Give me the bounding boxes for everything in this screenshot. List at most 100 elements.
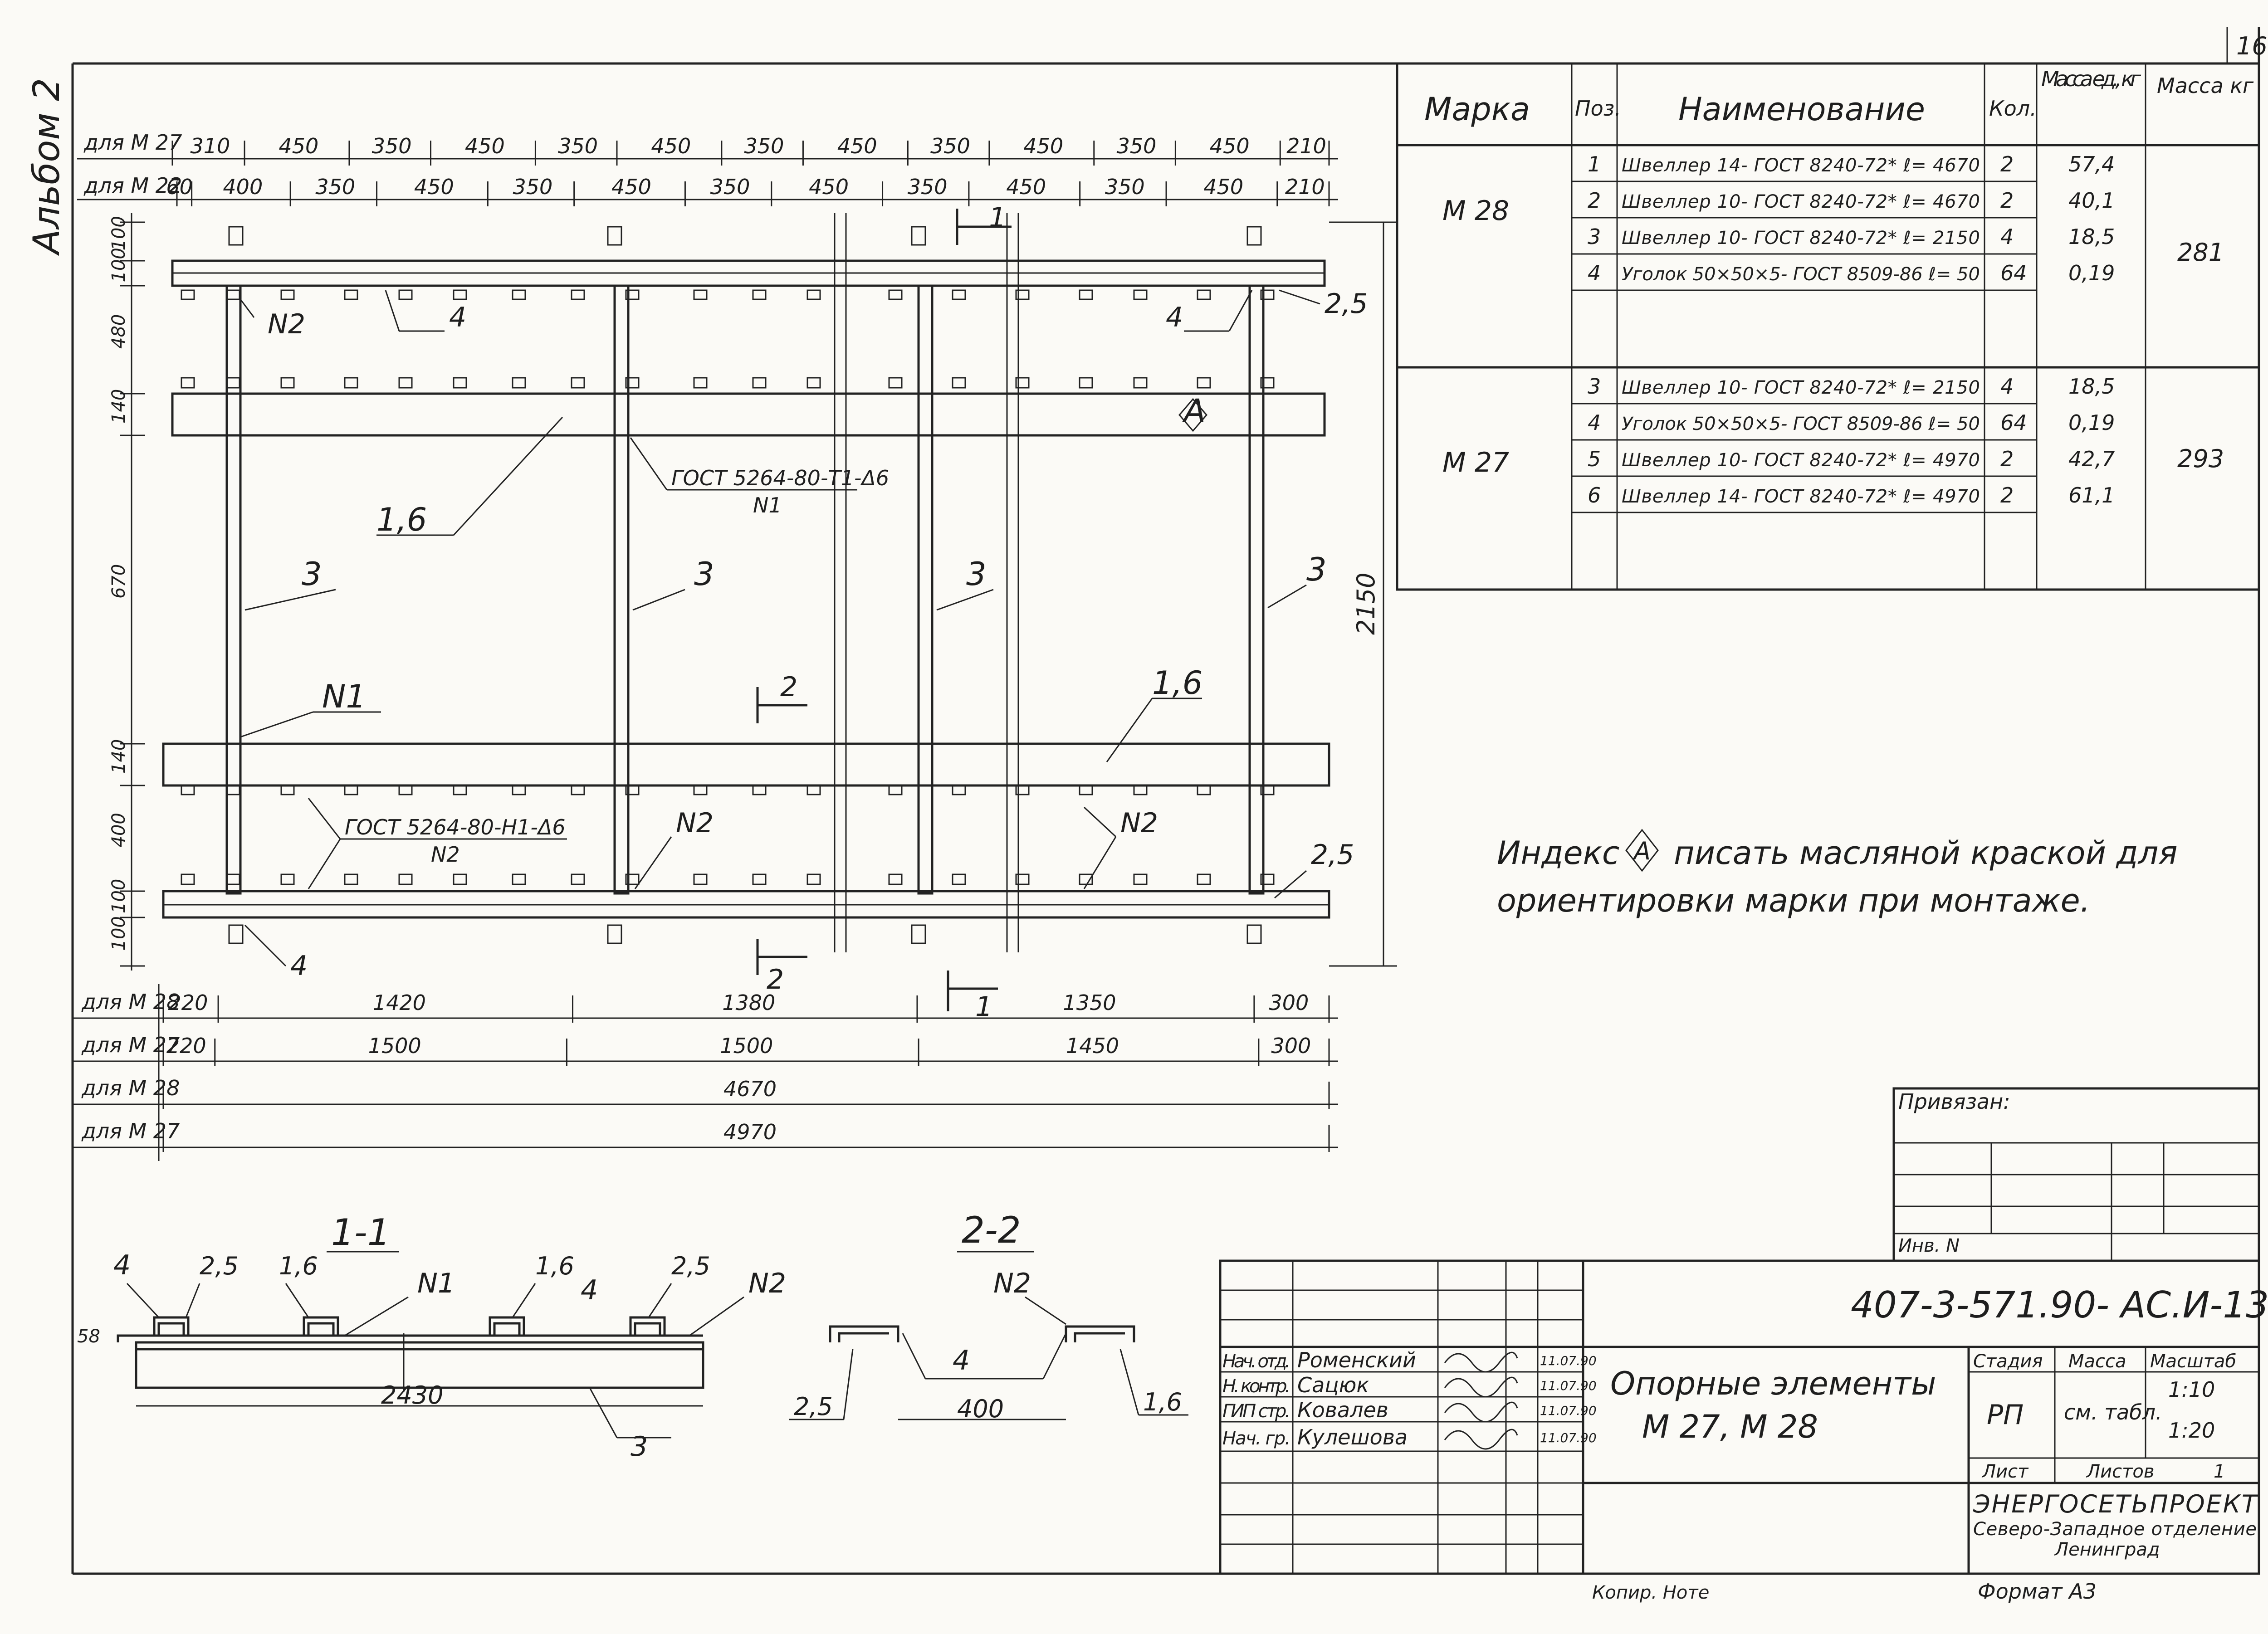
doc-code: 407-3-571.90- АС.И-13 bbox=[1851, 1284, 2268, 1326]
spec-row-qty: 2 bbox=[2000, 447, 2014, 471]
dim-bottom-value: 1420 bbox=[373, 990, 426, 1015]
s11-label-4b: 4 bbox=[581, 1274, 598, 1306]
dim-top-m27-value: 450 bbox=[1210, 134, 1250, 158]
spec-row-qty: 2 bbox=[2000, 483, 2014, 507]
s11-label-3: 3 bbox=[631, 1431, 648, 1463]
angle-clips bbox=[181, 226, 1275, 944]
note-line2: ориентировки марки при монтаже. bbox=[1497, 882, 2090, 919]
s22-label-4: 4 bbox=[953, 1345, 970, 1376]
dim-top-m27-value: 450 bbox=[465, 134, 505, 158]
person-name: Роменский bbox=[1297, 1348, 1416, 1372]
posts bbox=[225, 284, 1265, 895]
org-name: ЭНЕРГОСЕТЬПРОЕКТ bbox=[1973, 1490, 2258, 1518]
spec-mark-m28: М 28 bbox=[1442, 195, 1509, 227]
stage-header: Стадия bbox=[1973, 1351, 2043, 1372]
dim-left-value: 100 bbox=[108, 248, 129, 282]
spec-row-name: Швеллер 14- ГОСТ 8240-72* ℓ= 4670 bbox=[1622, 155, 1980, 176]
total-height-dim: 2150 bbox=[1352, 573, 1380, 635]
dim-bottom-label: для М 28 bbox=[81, 1076, 180, 1100]
gost-bottom-n: N2 bbox=[431, 842, 460, 867]
title-block: 407-3-571.90- АС.И-13 Опорные элементы М… bbox=[1219, 1259, 2268, 1575]
doc-name-line1: Опорные элементы bbox=[1610, 1365, 1936, 1402]
spec-header-qty: Кол. bbox=[1989, 96, 2037, 121]
callout-3-d: 3 bbox=[1306, 551, 1327, 588]
dim-bottom-value: 1350 bbox=[1063, 990, 1116, 1015]
person-date: 11.07.90 bbox=[1540, 1378, 1597, 1393]
person-signature bbox=[1444, 1351, 1518, 1373]
scale-value-2: 1:20 bbox=[2168, 1418, 2215, 1443]
s11-label-n2: N2 bbox=[748, 1268, 786, 1299]
dim-left-value: 140 bbox=[108, 739, 129, 774]
spec-row-pos: 4 bbox=[1588, 410, 1601, 435]
dims-top-m27-label: для М 27 bbox=[83, 130, 182, 155]
s11-label-25a: 2,5 bbox=[200, 1252, 239, 1280]
dim-top-m22-value: 450 bbox=[1203, 175, 1243, 199]
spec-row-qty: 2 bbox=[2000, 188, 2014, 213]
person-date: 11.07.90 bbox=[1540, 1430, 1597, 1445]
section-2-2-title: 2-2 bbox=[962, 1209, 1021, 1251]
dim-bottom-value: 1380 bbox=[722, 990, 775, 1015]
callout-25-top: 2,5 bbox=[1325, 288, 1368, 320]
spec-row-name: Швеллер 14- ГОСТ 8240-72* ℓ= 4970 bbox=[1622, 486, 1980, 507]
section-1-1-clips bbox=[153, 1316, 666, 1336]
section-2-2: 2-2 4 400 2,5 1,6 N2 bbox=[789, 1209, 1188, 1423]
sheet-label: Лист bbox=[1981, 1461, 2029, 1482]
dim-top-m27-value: 450 bbox=[1023, 134, 1063, 158]
note-line1-a: Индекс bbox=[1497, 834, 1619, 872]
spec-header-mark: Марка bbox=[1424, 91, 1530, 128]
dim-left-value: 480 bbox=[108, 314, 129, 349]
callout-25-bottom: 2,5 bbox=[1311, 839, 1354, 871]
scale-value-1: 1:10 bbox=[2168, 1377, 2215, 1402]
dim-top-m27-value: 210 bbox=[1286, 134, 1326, 158]
dim-bottom-value: 300 bbox=[1271, 1034, 1311, 1058]
s22-label-25: 2,5 bbox=[794, 1392, 833, 1421]
dim-bottom-value: 220 bbox=[166, 1034, 206, 1058]
dim-top-m22-value: 60 bbox=[166, 175, 193, 199]
dim-top-m27-value: 350 bbox=[558, 134, 598, 158]
spec-row-qty: 64 bbox=[2000, 410, 2027, 435]
spec-row-mass-unit: 0,19 bbox=[2068, 410, 2115, 435]
section-2-2-width: 400 bbox=[957, 1395, 1004, 1423]
spec-mass-m28: 281 bbox=[2177, 238, 2224, 267]
spec-row-pos: 5 bbox=[1588, 447, 1601, 471]
person-signature bbox=[1444, 1376, 1518, 1398]
spec-row-mass-unit: 61,1 bbox=[2068, 483, 2115, 507]
dim-top-m22-value: 210 bbox=[1285, 175, 1325, 199]
beam-bottom-wide bbox=[162, 742, 1330, 787]
cut-2-top: 2 bbox=[780, 671, 797, 703]
person-name: Ковалев bbox=[1297, 1398, 1388, 1422]
spec-row-mass-unit: 0,19 bbox=[2068, 261, 2115, 285]
dim-top-m27-value: 350 bbox=[744, 134, 784, 158]
dim-top-m22-value: 450 bbox=[1006, 175, 1046, 199]
dim-left-value: 100 bbox=[108, 879, 129, 913]
spec-row-name: Швеллер 10- ГОСТ 8240-72* ℓ= 4670 bbox=[1622, 191, 1980, 212]
gost-top: ГОСТ 5264-80-Т1-Δ6 bbox=[671, 466, 889, 490]
spec-header-pos: Поз. bbox=[1575, 96, 1621, 121]
org-dept: Северо-Западное отделение bbox=[1973, 1519, 2257, 1540]
dim-left-value: 670 bbox=[108, 564, 129, 599]
break-lines bbox=[834, 213, 1019, 952]
s22-label-16: 1,6 bbox=[1143, 1388, 1182, 1416]
mass-value: см. табл. bbox=[2064, 1400, 2162, 1424]
cut-2-bottom: 2 bbox=[767, 964, 784, 995]
dim-top-m22-value: 400 bbox=[223, 175, 263, 199]
spec-mark-m27: М 27 bbox=[1442, 447, 1509, 478]
person-role: ГИП стр. bbox=[1222, 1401, 1290, 1422]
dim-top-m27-value: 450 bbox=[279, 134, 318, 158]
callout-n1-mid: N1 bbox=[322, 678, 366, 715]
spec-row-qty: 2 bbox=[2000, 152, 2014, 176]
note-line1-b: писать масляной краской для bbox=[1674, 834, 2178, 872]
s11-label-4a: 4 bbox=[113, 1249, 131, 1281]
spec-row-pos: 3 bbox=[1588, 374, 1601, 399]
dim-left-value: 140 bbox=[108, 389, 129, 424]
person-signature bbox=[1444, 1429, 1518, 1450]
sheets-value: 1 bbox=[2214, 1461, 2225, 1482]
dim-top-m22-value: 350 bbox=[315, 175, 355, 199]
bind-inv: Инв. N bbox=[1898, 1235, 1960, 1256]
